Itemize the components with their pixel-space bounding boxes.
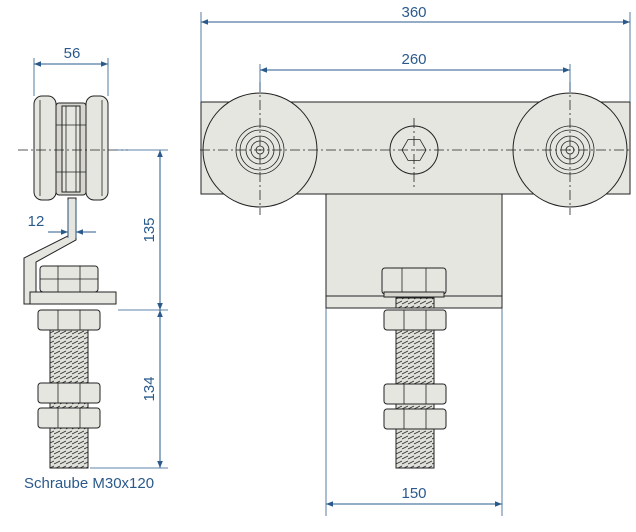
dim-front-wheel-spacing-label: 260 — [401, 51, 426, 68]
screw-caption: Schraube M30x120 — [24, 475, 154, 492]
side-wheel — [33, 95, 109, 201]
side-view: 56 12 135 134 Schraube M30x120 — [18, 45, 168, 492]
front-top-nut — [381, 267, 447, 295]
front-bottom-nut-2 — [383, 408, 447, 430]
front-lower-nut — [383, 309, 447, 331]
front-view: 360 260 150 — [200, 4, 632, 516]
front-bottom-nut-1 — [383, 383, 447, 405]
side-lower-nut — [37, 309, 101, 331]
side-bottom-nut-2 — [37, 407, 101, 429]
dim-front-base-width-label: 150 — [401, 485, 426, 502]
dim-side-upper-height-label: 135 — [141, 217, 158, 242]
dim-front-overall-width-label: 360 — [401, 4, 426, 21]
dim-side-offset-label: 12 — [28, 213, 45, 230]
dim-side-width-label: 56 — [64, 45, 81, 62]
side-bottom-nut-1 — [37, 382, 101, 404]
dim-side-lower-height-label: 134 — [141, 376, 158, 401]
